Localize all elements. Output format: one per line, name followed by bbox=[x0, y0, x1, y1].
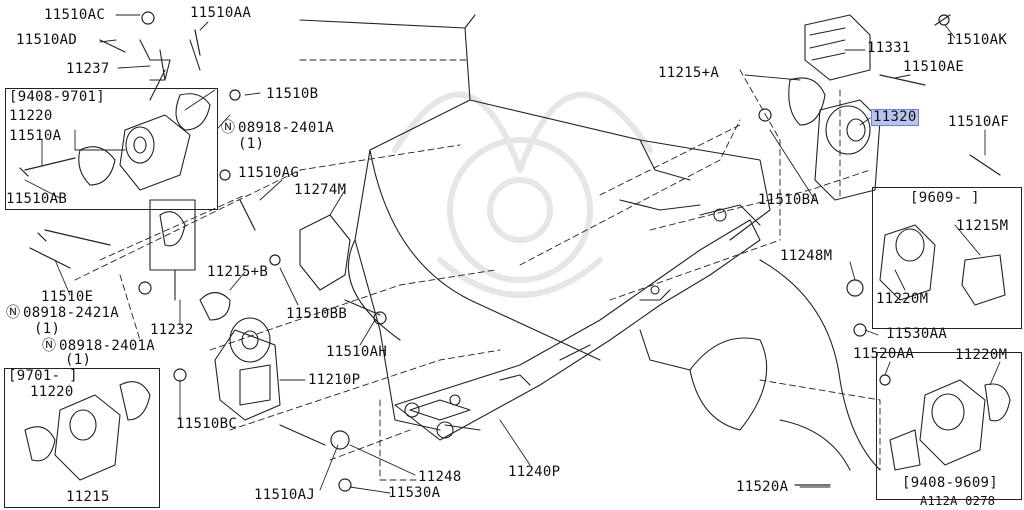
callout-11510AJ[interactable]: 11510AJ bbox=[254, 487, 316, 503]
callout-N-prefix-bot: Ⓝ bbox=[42, 338, 57, 354]
callout-11510B[interactable]: 11510B bbox=[266, 86, 319, 102]
watermark-emblem bbox=[392, 91, 653, 298]
inset-mount-11220M-top bbox=[879, 224, 1006, 306]
callout-11510AE[interactable]: 11510AE bbox=[903, 59, 965, 75]
callout-08918-2421A[interactable]: 08918-2421A bbox=[23, 305, 120, 321]
callout-11510AB[interactable]: 11510AB bbox=[6, 191, 68, 207]
callout-9408-9701: [9408-9701] bbox=[9, 89, 106, 105]
callout-11215M[interactable]: 11215M bbox=[956, 218, 1009, 234]
bolts bbox=[19, 11, 1001, 492]
callout-11510AF[interactable]: 11510AF bbox=[948, 114, 1010, 130]
callout-N-prefix-top: Ⓝ bbox=[221, 120, 236, 136]
callout-11215[interactable]: 11215 bbox=[66, 489, 110, 505]
callout-11240P[interactable]: 11240P bbox=[508, 464, 561, 480]
callout-11215-A[interactable]: 11215+A bbox=[658, 65, 720, 81]
figure-code: A112A 0278 bbox=[920, 494, 996, 508]
bracket-11331 bbox=[804, 14, 871, 81]
callout-11220-top[interactable]: 11220 bbox=[9, 108, 53, 124]
callout-9701: [9701- ] bbox=[8, 368, 78, 384]
callout-11510AH[interactable]: 11510AH bbox=[326, 344, 388, 360]
callout-11274M[interactable]: 11274M bbox=[294, 182, 347, 198]
callout-11237[interactable]: 11237 bbox=[66, 61, 110, 77]
callout-11220-mid[interactable]: 11220 bbox=[30, 384, 74, 400]
callout-11510E[interactable]: 11510E bbox=[41, 289, 94, 305]
callout-11520AA[interactable]: 11520AA bbox=[853, 346, 915, 362]
callout-11215-B[interactable]: 11215+B bbox=[207, 264, 269, 280]
callout-11210P[interactable]: 11210P bbox=[308, 372, 361, 388]
callout-11510AD[interactable]: 11510AD bbox=[16, 32, 78, 48]
callout-11510BB[interactable]: 11510BB bbox=[286, 306, 348, 322]
callout-11510AG[interactable]: 11510AG bbox=[238, 165, 300, 181]
callout-11530A[interactable]: 11530A bbox=[388, 485, 441, 501]
callout-11510A[interactable]: 11510A bbox=[9, 128, 62, 144]
callout-11510AC[interactable]: 11510AC bbox=[44, 7, 106, 23]
inset-frame-9408-9609 bbox=[876, 352, 1022, 500]
callout-08918-2421A-qty: (1) bbox=[34, 321, 61, 337]
callout-08918-2401A-top-qty: (1) bbox=[238, 136, 265, 152]
inset-frame-9408-9701 bbox=[5, 88, 218, 210]
callout-08918-2401A-bot-qty: (1) bbox=[65, 352, 92, 368]
callout-9408-9609: [9408-9609] bbox=[902, 475, 999, 491]
callout-11248M[interactable]: 11248M bbox=[780, 248, 833, 264]
callout-9609: [9609- ] bbox=[910, 190, 980, 206]
callout-11232[interactable]: 11232 bbox=[150, 322, 194, 338]
callout-11510AA[interactable]: 11510AA bbox=[190, 5, 252, 21]
callout-08918-2401A-bot[interactable]: 08918-2401A bbox=[59, 338, 156, 354]
callout-11248[interactable]: 11248 bbox=[418, 469, 462, 485]
callout-11520A[interactable]: 11520A bbox=[736, 479, 789, 495]
callout-N-prefix-mid: Ⓝ bbox=[6, 305, 21, 321]
callout-11220M-right[interactable]: 11220M bbox=[876, 291, 929, 307]
callout-11510BC[interactable]: 11510BC bbox=[176, 416, 238, 432]
callout-11530AA[interactable]: 11530AA bbox=[886, 326, 948, 342]
callout-11510AK[interactable]: 11510AK bbox=[946, 32, 1008, 48]
engine-block bbox=[299, 14, 881, 471]
leader-lines bbox=[24, 14, 1001, 494]
front-mount-11220 bbox=[78, 39, 211, 301]
inset-mount-11220M-bottom bbox=[889, 379, 1011, 471]
callout-11331[interactable]: 11331 bbox=[867, 40, 911, 56]
inset-frame-9701 bbox=[4, 368, 160, 508]
mount-11320 bbox=[788, 77, 881, 201]
callout-11320-highlighted[interactable]: 11320 bbox=[871, 109, 919, 126]
callout-11510BA[interactable]: 11510BA bbox=[758, 192, 820, 208]
inset-frame-9609 bbox=[872, 187, 1022, 329]
inset-mount-11215 bbox=[24, 381, 151, 481]
callout-08918-2401A-top[interactable]: 08918-2401A bbox=[238, 120, 335, 136]
callout-11220M-bottom[interactable]: 11220M bbox=[955, 347, 1008, 363]
crossmember-11240P bbox=[394, 204, 761, 441]
